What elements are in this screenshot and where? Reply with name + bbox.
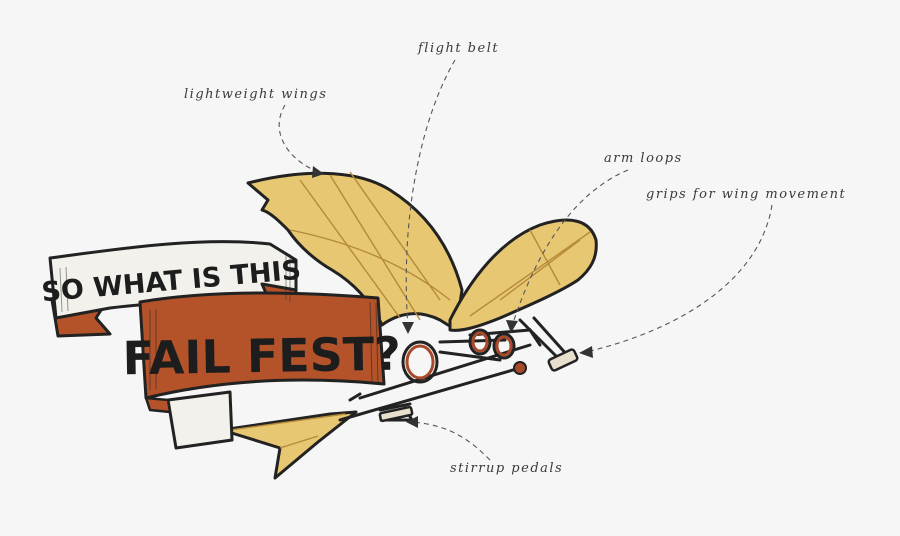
arm-loops (401, 328, 527, 384)
pedal (378, 405, 414, 423)
arrow-icon (506, 320, 518, 333)
label-lightweight-wings: lightweight wings (184, 87, 327, 102)
banner-line-2: FAIL FEST? (122, 327, 401, 386)
label-stirrup-pedals: stirrup pedals (450, 461, 563, 476)
label-grips: grips for wing movement (646, 187, 846, 202)
main-wing (246, 171, 464, 332)
grip-handle (547, 348, 579, 372)
tail-fin (220, 410, 358, 480)
leader-lines (278, 59, 773, 461)
arrow-icon (312, 166, 324, 178)
label-flight-belt: flight belt (417, 41, 499, 56)
arrow-icon (402, 322, 414, 334)
ribbon-banner: SO WHAT IS THIS FAIL FEST? (40, 240, 401, 450)
annotations: flight belt lightweight wings arm loops … (184, 41, 846, 476)
secondary-wing (448, 218, 598, 332)
arrow-icon (406, 416, 418, 428)
label-arm-loops: arm loops (604, 151, 683, 166)
arrow-icon (579, 346, 593, 358)
